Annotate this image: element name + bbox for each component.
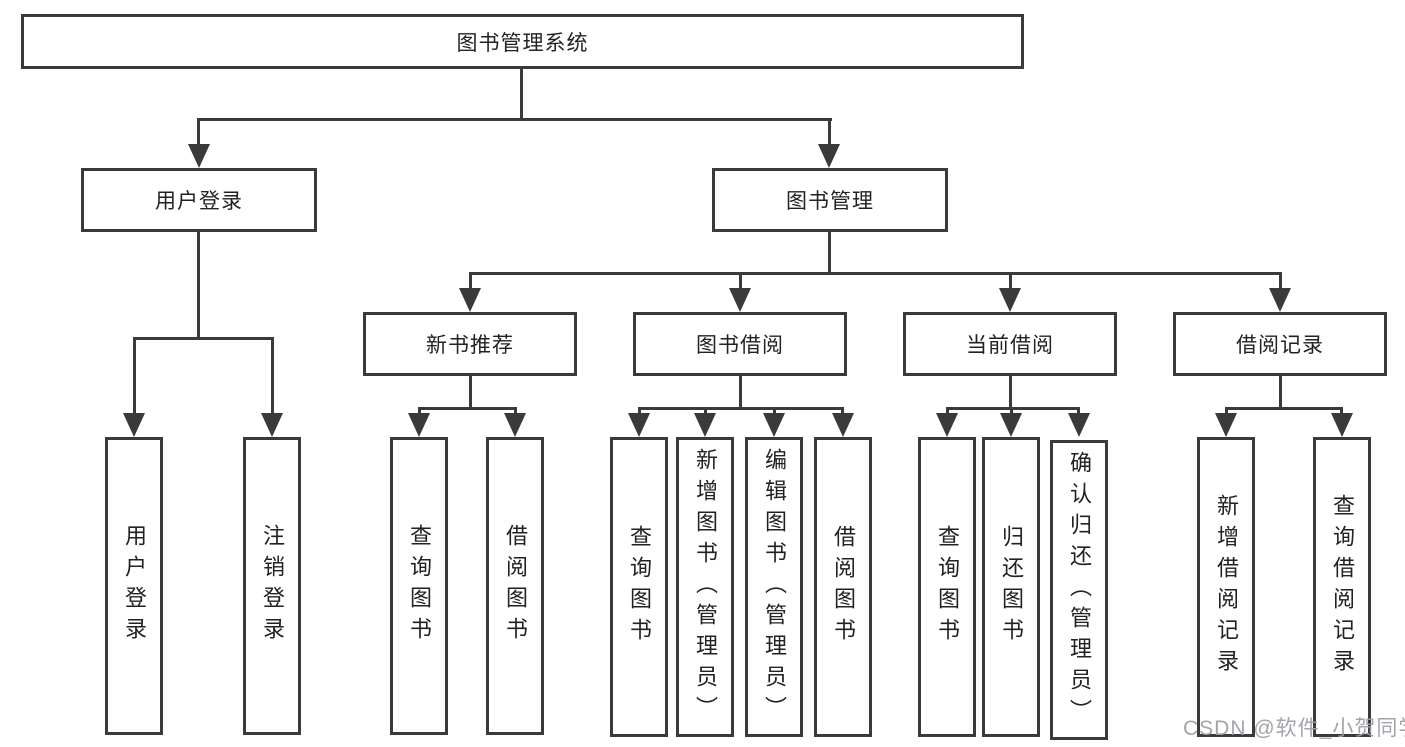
leaf-add-borrow-record-label: 新增借阅记录 (1214, 494, 1239, 680)
leaf-query-books-newbook-label: 查询图书 (407, 524, 432, 648)
node-new-book-recommend-label: 新书推荐 (426, 334, 514, 357)
node-root-label: 图书管理系统 (456, 31, 589, 55)
node-book-borrow: 图书借阅 (633, 312, 847, 376)
connector-line (739, 272, 742, 290)
connector-line (469, 272, 1282, 275)
leaf-logout: 注销登录 (243, 437, 301, 735)
arrow-down-icon (188, 144, 210, 168)
connector-line (638, 407, 641, 415)
connector-line (1225, 407, 1228, 415)
connector-line (1279, 376, 1282, 410)
connector-line (841, 407, 844, 415)
arrow-down-icon (1068, 413, 1090, 437)
connector-line (271, 337, 274, 415)
connector-line (773, 407, 776, 415)
node-current-borrow: 当前借阅 (903, 312, 1117, 376)
connector-line (1340, 407, 1343, 415)
arrow-down-icon (261, 413, 283, 437)
connector-line (1009, 272, 1012, 290)
arrow-down-icon (818, 144, 840, 168)
node-root-system: 图书管理系统 (21, 14, 1024, 69)
leaf-query-books-borrow: 查询图书 (610, 437, 668, 737)
leaf-add-books-admin-label: 新增图书（管理员） (693, 447, 718, 727)
leaf-edit-books-admin: 编辑图书（管理员） (745, 437, 803, 737)
connector-line (418, 407, 517, 410)
connector-line (133, 337, 274, 340)
arrow-down-icon (999, 288, 1021, 312)
leaf-query-borrow-record-label: 查询借阅记录 (1330, 494, 1355, 680)
leaf-user-login: 用户登录 (105, 437, 163, 735)
node-user-login: 用户登录 (81, 168, 317, 232)
arrow-down-icon (1331, 413, 1353, 437)
node-book-management: 图书管理 (712, 168, 948, 232)
node-borrow-records: 借阅记录 (1173, 312, 1387, 376)
leaf-edit-books-admin-label: 编辑图书（管理员） (762, 447, 787, 727)
connector-line (739, 376, 742, 410)
leaf-return-books: 归还图书 (982, 437, 1040, 737)
leaf-query-books-newbook: 查询图书 (390, 437, 448, 735)
connector-line (828, 232, 831, 275)
arrow-down-icon (459, 288, 481, 312)
connector-line (1225, 407, 1343, 410)
arrow-down-icon (832, 413, 854, 437)
leaf-query-books-current-label: 查询图书 (935, 525, 960, 649)
leaf-logout-label: 注销登录 (260, 524, 285, 648)
node-user-login-label: 用户登录 (155, 190, 243, 213)
connector-line (828, 118, 831, 146)
csdn-watermark: CSDN @软件_小贺同学 (1183, 717, 1405, 740)
connector-line (946, 407, 1080, 410)
arrow-down-icon (408, 413, 430, 437)
connector-line (197, 232, 200, 340)
arrow-down-icon (729, 288, 751, 312)
node-new-book-recommend: 新书推荐 (363, 312, 577, 376)
connector-line (638, 407, 844, 410)
connector-line (514, 407, 517, 415)
leaf-borrow-books: 借阅图书 (814, 437, 872, 737)
arrow-down-icon (1269, 288, 1291, 312)
connector-line (418, 407, 421, 415)
leaf-borrow-books-label: 借阅图书 (831, 525, 856, 649)
leaf-add-borrow-record: 新增借阅记录 (1197, 437, 1255, 737)
leaf-user-login-label: 用户登录 (122, 524, 147, 648)
connector-line (1279, 272, 1282, 290)
node-book-borrow-label: 图书借阅 (696, 334, 784, 357)
connector-line (133, 337, 136, 415)
arrow-down-icon (694, 413, 716, 437)
arrow-down-icon (936, 413, 958, 437)
leaf-borrow-books-newbook: 借阅图书 (486, 437, 544, 735)
arrow-down-icon (123, 413, 145, 437)
connector-line (1009, 376, 1012, 410)
connector-line (469, 272, 472, 290)
arrow-down-icon (1000, 413, 1022, 437)
leaf-return-books-label: 归还图书 (999, 525, 1024, 649)
leaf-borrow-books-newbook-label: 借阅图书 (503, 524, 528, 648)
connector-line (197, 118, 200, 146)
node-borrow-records-label: 借阅记录 (1236, 334, 1324, 357)
arrow-down-icon (763, 413, 785, 437)
connector-line (198, 118, 832, 121)
leaf-confirm-return-admin-label: 确认归还（管理员） (1067, 450, 1092, 730)
leaf-query-books-borrow-label: 查询图书 (627, 525, 652, 649)
arrow-down-icon (628, 413, 650, 437)
arrow-down-icon (1215, 413, 1237, 437)
leaf-query-books-current: 查询图书 (918, 437, 976, 737)
arrow-down-icon (504, 413, 526, 437)
leaf-add-books-admin: 新增图书（管理员） (676, 437, 734, 737)
connector-line (704, 407, 707, 415)
connector-line (469, 376, 472, 410)
node-current-borrow-label: 当前借阅 (966, 334, 1054, 357)
connector-line (520, 68, 523, 120)
connector-line (946, 407, 949, 415)
leaf-confirm-return-admin: 确认归还（管理员） (1050, 440, 1108, 740)
connector-line (1010, 407, 1013, 415)
node-book-management-label: 图书管理 (786, 190, 874, 213)
connector-line (1077, 407, 1080, 415)
leaf-query-borrow-record: 查询借阅记录 (1313, 437, 1371, 737)
